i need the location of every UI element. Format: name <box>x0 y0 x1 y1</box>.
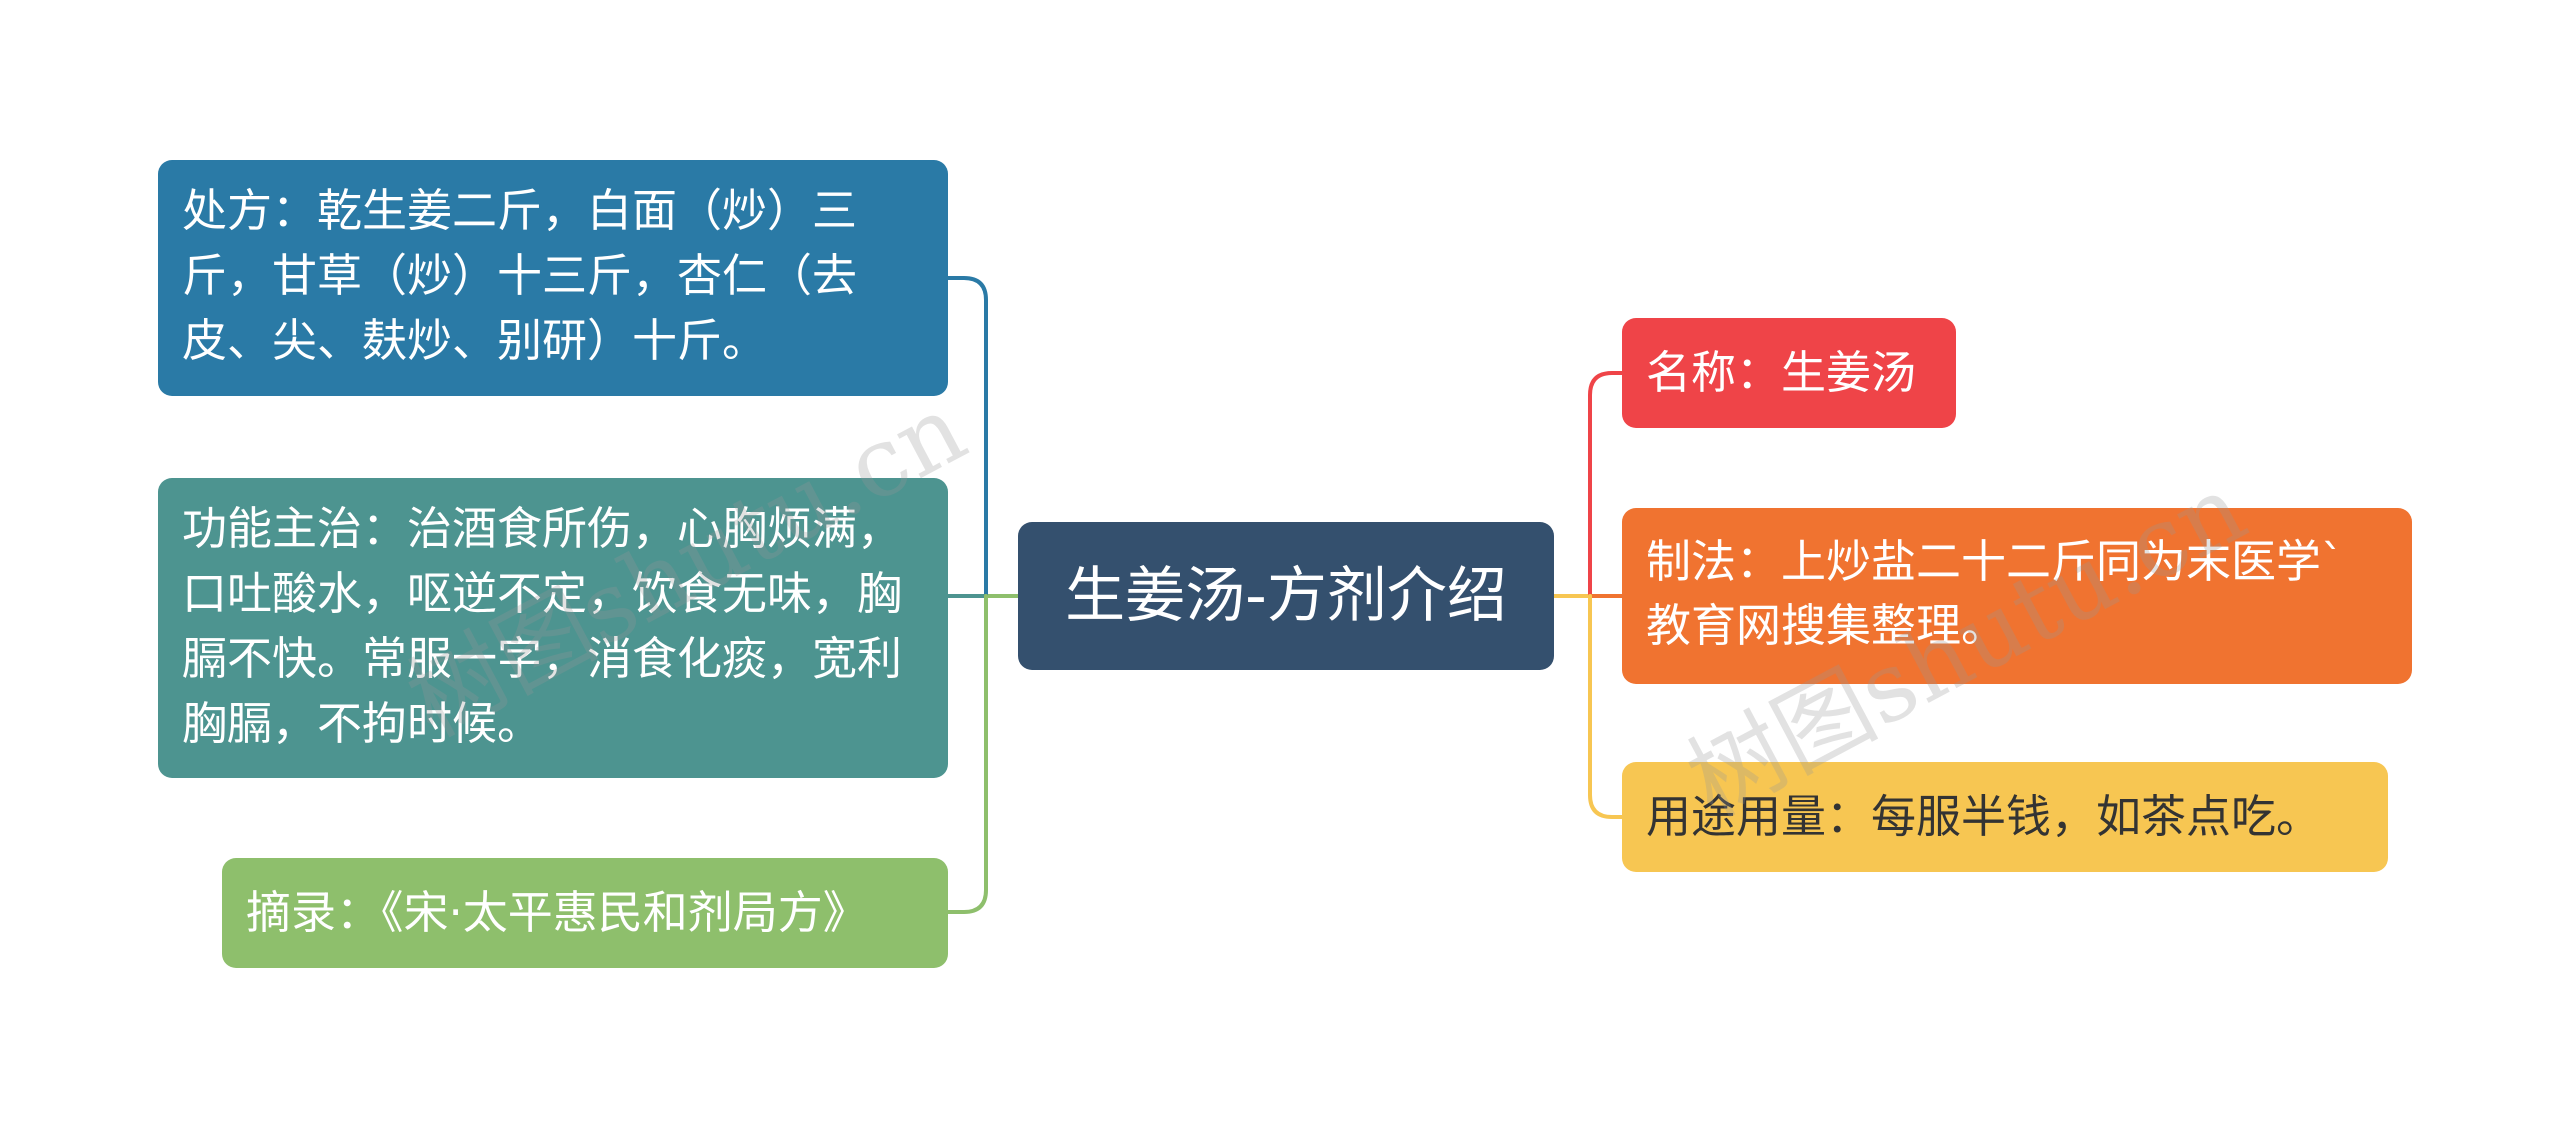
topic-name[interactable]: 名称：生姜汤 <box>1622 318 1956 428</box>
central-topic[interactable]: 生姜汤-方剂介绍 <box>1018 522 1554 670</box>
connector-chufang <box>946 276 988 598</box>
topic-dosage[interactable]: 用途用量：每服半钱，如茶点吃。 <box>1622 762 2388 872</box>
topic-preparation[interactable]: 制法：上炒盐二十二斤同为末医学`教育网搜集整理。 <box>1622 508 2412 684</box>
topic-indications[interactable]: 功能主治：治酒食所伤，心胸烦满，口吐酸水，呕逆不定，饮食无味，胸膈不快。常服一字… <box>158 478 948 778</box>
topic-prescription[interactable]: 处方：乾生姜二斤，白面（炒）三斤，甘草（炒）十三斤，杏仁（去皮、尖、麸炒、别研）… <box>158 160 948 396</box>
connector-yongtu <box>1588 594 1624 819</box>
connector-mingcheng <box>1588 371 1624 598</box>
topic-source[interactable]: 摘录：《宋·太平惠民和剂局方》 <box>222 858 948 968</box>
connector-zhailu <box>946 594 988 914</box>
